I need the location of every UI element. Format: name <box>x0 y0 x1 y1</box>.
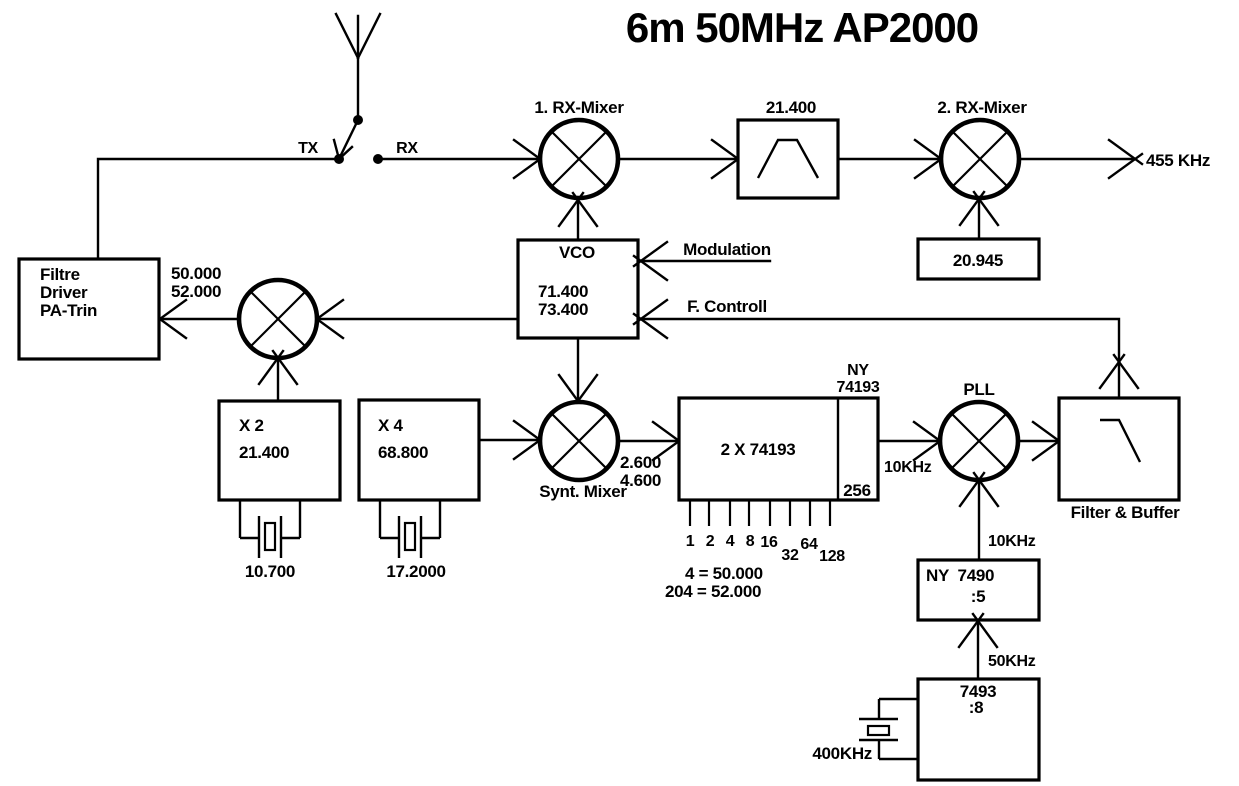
rx-mixer2-label: 2. RX-Mixer <box>937 98 1027 117</box>
ref-crystal-label: 400KHz <box>812 744 872 763</box>
x2-freq-label: 21.400 <box>239 443 289 462</box>
control-label: F. Controll <box>687 297 767 316</box>
x4-crystal-icon <box>378 500 442 558</box>
synt-mixer-icon <box>537 399 621 483</box>
vco-freq-high: 73.400 <box>538 300 588 319</box>
divider-count-label: 256 <box>843 481 870 500</box>
arrow-into-mixer2-lo <box>958 190 1000 227</box>
pll-label: PLL <box>963 380 994 399</box>
divider-note-line1: NY <box>847 362 869 379</box>
bandpass-icon <box>756 138 820 179</box>
div5-7490-box <box>916 558 1041 622</box>
tx-feed-wire <box>96 157 341 261</box>
tx-rx-switch <box>332 115 383 164</box>
synt-freq-high-label: 4.600 <box>620 471 661 490</box>
output-455khz-label: 455 KHz <box>1146 151 1210 170</box>
pin-label-128: 128 <box>819 548 845 565</box>
vco-freq-low: 71.400 <box>538 282 588 301</box>
pin-label-8: 8 <box>746 533 755 550</box>
rx-mixer1-label: 1. RX-Mixer <box>534 98 624 117</box>
tx-freq-low-label: 50.000 <box>171 264 221 283</box>
div8-ratio-label: :8 <box>969 698 984 717</box>
divider-note-line2: 74193 <box>837 379 880 396</box>
rx-mixer1-icon <box>537 117 621 201</box>
pin-label-4: 4 <box>726 533 735 550</box>
arrow-modulation <box>632 240 669 282</box>
divider-out-freq-label: 10KHz <box>884 459 932 476</box>
div5-name-label: NY 7490 <box>926 566 994 585</box>
pin-label-1: 1 <box>686 533 695 550</box>
divider-pins <box>688 500 832 526</box>
pa-label-1: Filtre <box>40 265 80 284</box>
if-filter-box <box>736 118 840 200</box>
pin-label-16: 16 <box>760 534 778 551</box>
divider-chip-label: 2 X 74193 <box>721 440 796 459</box>
lo2-box <box>916 237 1041 281</box>
x2-name-label: X 2 <box>239 416 264 435</box>
arrow-455khz <box>1107 138 1144 180</box>
if-filter-label: 21.400 <box>766 98 816 117</box>
pa-box <box>17 257 161 361</box>
pin-label-2: 2 <box>706 533 715 550</box>
ref-50khz-label: 50KHz <box>988 653 1036 670</box>
ref-crystal-icon <box>859 697 918 761</box>
arrow-into-pll-bottom <box>958 471 1000 508</box>
tx-freq-high-label: 52.000 <box>171 282 221 301</box>
vco-box <box>516 238 640 340</box>
page-title: 6m 50MHz AP2000 <box>626 4 978 51</box>
rx-label: RX <box>396 140 418 157</box>
program-example-2: 204 = 52.000 <box>665 582 761 601</box>
div8-name-label: 7493 <box>960 682 997 701</box>
tx-mixer-icon <box>236 277 320 361</box>
div8-7493-box <box>916 677 1041 782</box>
x4-box <box>357 398 481 502</box>
filter-buffer-box <box>1057 396 1181 502</box>
control-wire <box>639 317 1121 400</box>
x2-box <box>217 399 342 502</box>
ref-10khz-label: 10KHz <box>988 533 1036 550</box>
filter-buffer-label: Filter & Buffer <box>1071 503 1181 522</box>
arrow-into-txmixer-lo <box>257 349 299 386</box>
program-example-1: 4 = 50.000 <box>685 564 763 583</box>
arrow-into-div5 <box>957 612 999 649</box>
divider-74193-box <box>677 396 880 502</box>
pll-mixer-icon <box>937 399 1021 483</box>
x4-freq-label: 68.800 <box>378 443 428 462</box>
pa-label-3: PA-Trin <box>40 301 97 320</box>
rx-mixer2-icon <box>938 117 1022 201</box>
modulation-label: Modulation <box>683 240 771 259</box>
pa-label-2: Driver <box>40 283 88 302</box>
synt-mixer-label: Synt. Mixer <box>539 482 627 501</box>
antenna-icon <box>334 12 382 122</box>
x4-crystal-label: 17.2000 <box>386 562 445 581</box>
tx-label: TX <box>298 140 318 157</box>
arrow-control-up <box>1098 353 1140 390</box>
arrow-control-into-vco <box>632 298 669 340</box>
pin-label-64: 64 <box>800 536 818 553</box>
x2-crystal-label: 10.700 <box>245 562 295 581</box>
div5-ratio-label: :5 <box>971 587 986 606</box>
x2-crystal-icon <box>238 500 302 558</box>
vco-label: VCO <box>559 243 595 262</box>
lowpass-icon <box>1100 418 1142 463</box>
pin-label-32: 32 <box>781 547 799 564</box>
arrow-into-mixer1-lo <box>557 191 599 228</box>
x4-name-label: X 4 <box>378 416 403 435</box>
synt-freq-low-label: 2.600 <box>620 453 661 472</box>
lo2-freq-label: 20.945 <box>953 251 1003 270</box>
